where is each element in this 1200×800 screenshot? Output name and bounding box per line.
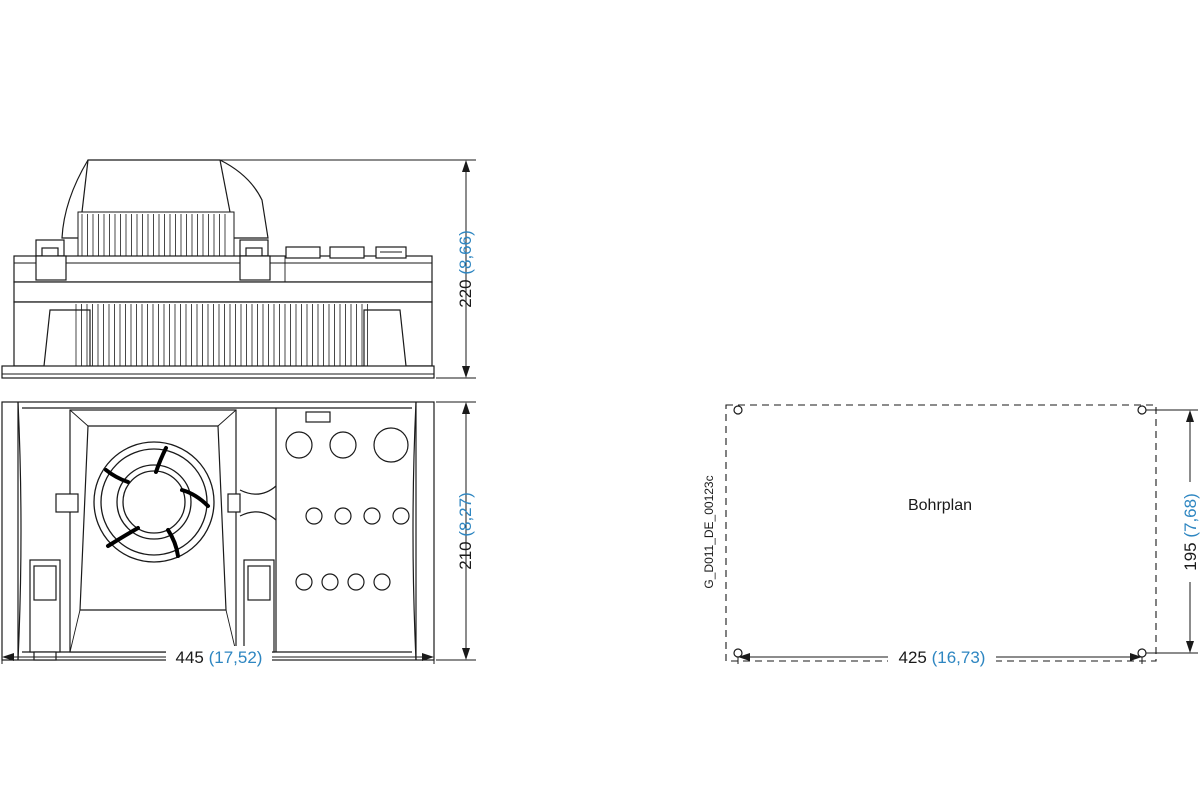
text-backdrop: [166, 646, 272, 668]
display-window: [305, 411, 331, 423]
height-dimension-text: 220 (8,66): [456, 230, 475, 308]
drawing-code: G_D011_DE_00123c: [702, 475, 716, 588]
chamfer: [217, 409, 237, 427]
drill-plan-outline: [725, 404, 1157, 662]
connector-2: [329, 246, 365, 259]
connector-3: [375, 246, 407, 259]
flange-curve-right: [412, 401, 417, 661]
drill-plan: Bohrplan G_D011_DE_00123c: [702, 404, 1157, 662]
fan-clip: [180, 488, 210, 508]
foot-left-inner: [33, 565, 57, 601]
fan-hood-edge: [81, 159, 89, 213]
latch-curve: [239, 485, 277, 495]
base-plate: [1, 365, 435, 379]
hole-height-dimension-text: 195 (7,68): [1181, 493, 1200, 571]
small-holes: [295, 507, 410, 591]
fan-ring: [100, 448, 208, 556]
fan-hub: [122, 470, 186, 534]
arrow: [1186, 641, 1194, 653]
arrow: [2, 653, 14, 661]
depth-dimension-text: 210 (8,27): [456, 492, 475, 570]
arrow: [1130, 653, 1142, 661]
latch-right: [227, 493, 241, 513]
mounting-hole: [295, 573, 313, 591]
cable-gland-3: [373, 427, 409, 463]
side-view: [1, 159, 435, 379]
chamfer: [225, 609, 237, 653]
arrow: [462, 402, 470, 414]
cable-gland-2: [329, 431, 357, 459]
mounting-hole: [373, 573, 391, 591]
mounting-hole: [305, 507, 323, 525]
latch-curve: [239, 511, 277, 521]
drill-hole: [733, 648, 743, 658]
dimension-depth: 210 (8,27): [436, 401, 476, 661]
width-dimension-text: 445 (17,52): [176, 648, 263, 667]
connector-1: [285, 246, 321, 259]
dimension-width: 445 (17,52): [1, 646, 435, 668]
lower-heatsink-fins: [75, 304, 368, 372]
side-terminal-left: [35, 255, 67, 281]
drill-hole: [1137, 405, 1147, 415]
arrow: [462, 160, 470, 172]
mounting-hole: [392, 507, 410, 525]
side-terminal-right: [239, 255, 271, 281]
arrow: [462, 366, 470, 378]
upper-body: [13, 255, 433, 283]
top-view: [1, 401, 435, 661]
cable-gland-1: [285, 431, 313, 459]
fan-hood-edge: [219, 159, 231, 213]
fan-clip: [154, 446, 168, 474]
mid-plate: [13, 281, 433, 303]
foot-right-inner: [247, 565, 271, 601]
mounting-hole: [334, 507, 352, 525]
arrow: [1186, 410, 1194, 422]
mounting-hole: [363, 507, 381, 525]
fan-ring-outer: [93, 441, 215, 563]
fan-hub-ring: [116, 464, 192, 540]
fan-clip: [106, 526, 140, 548]
drill-hole: [1137, 648, 1147, 658]
text-backdrop: [888, 646, 996, 668]
dimension-height: 220 (8,66): [220, 159, 476, 379]
chamfer: [69, 409, 89, 427]
foot-left-tab: [33, 651, 57, 661]
dimension-hole-height: 195 (7,68): [1146, 409, 1200, 654]
dimension-hole-width: 425 (16,73): [737, 646, 1143, 668]
flange-curve-left: [17, 401, 22, 661]
drill-hole: [733, 405, 743, 415]
fan-clip: [166, 528, 180, 558]
text-backdrop: [1178, 482, 1200, 582]
latch-left: [55, 493, 79, 513]
drill-plan-label: Bohrplan: [908, 497, 972, 514]
mounting-hole: [321, 573, 339, 591]
upper-heatsink-fins: [77, 211, 235, 257]
arrow: [738, 653, 750, 661]
chamfer: [69, 609, 81, 653]
hole-width-dimension-text: 425 (16,73): [899, 648, 986, 667]
arrow: [422, 653, 434, 661]
mounting-hole: [347, 573, 365, 591]
arrow: [462, 648, 470, 660]
lower-housing: [13, 301, 433, 375]
fan-clip: [104, 468, 130, 484]
fan-housing-outer: [69, 409, 237, 653]
